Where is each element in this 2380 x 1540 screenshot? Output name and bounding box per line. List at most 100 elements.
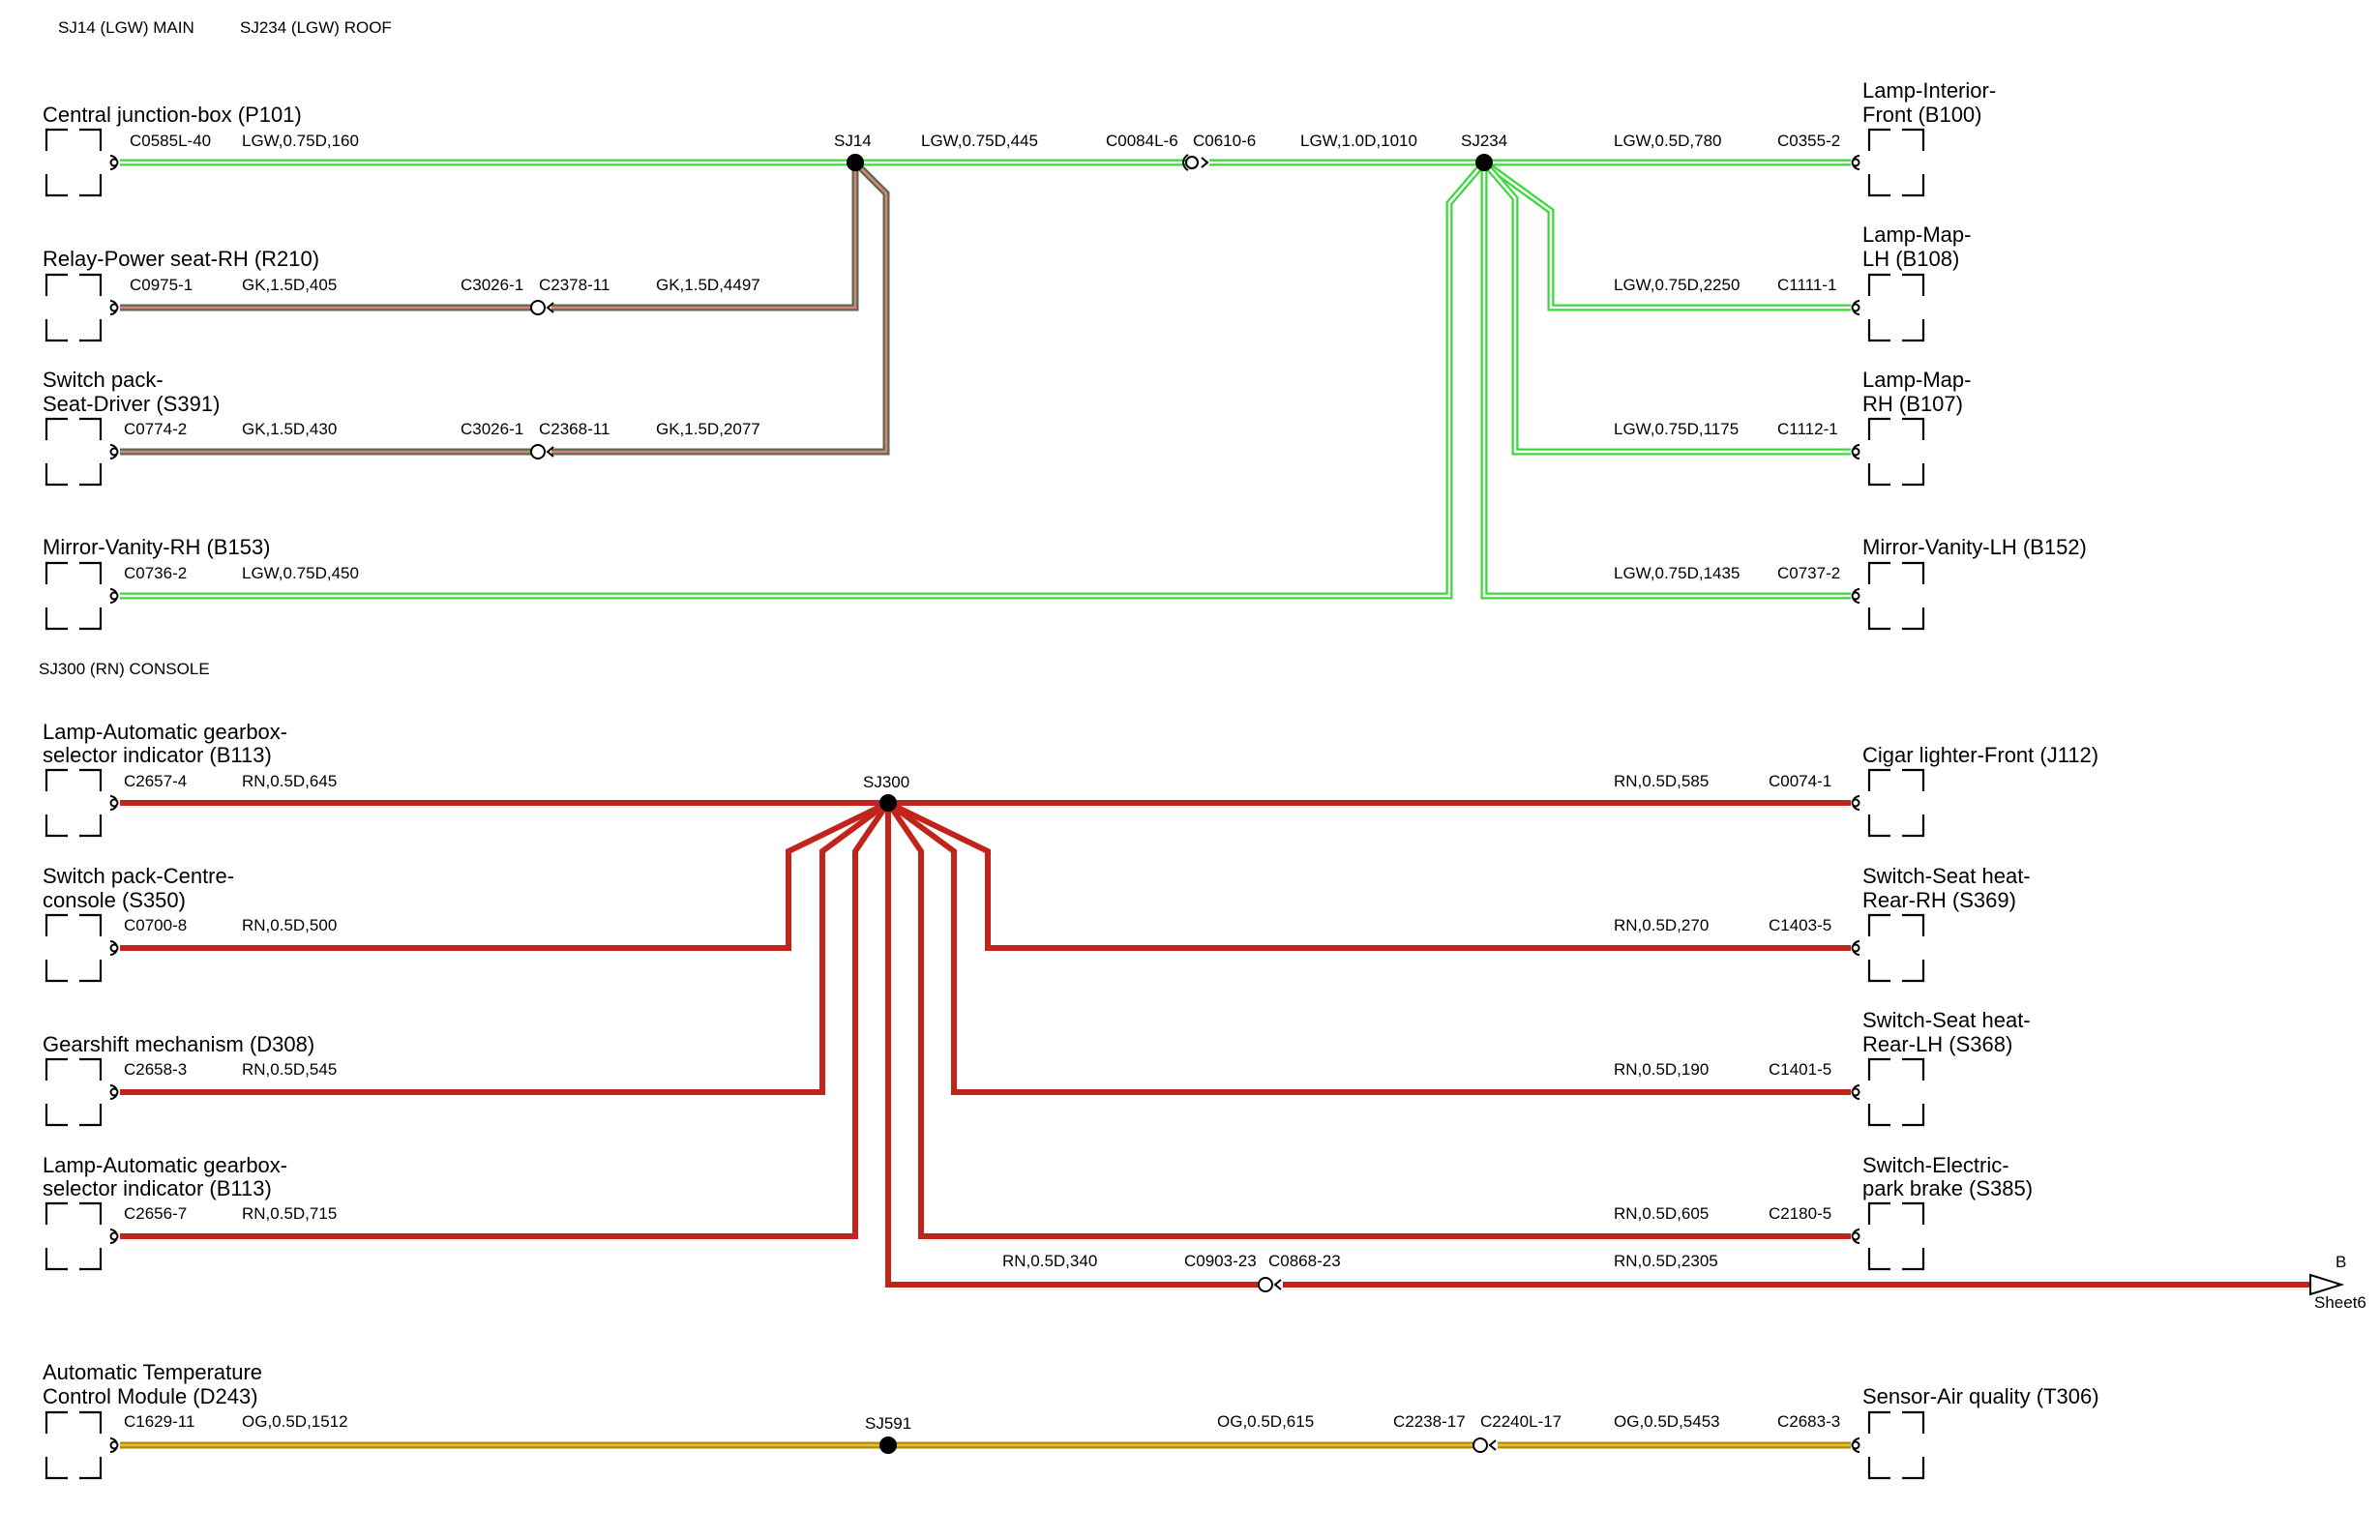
component-b107-name-line1: Lamp-Map- [1862,368,1971,392]
component-s391-name-line1: Switch pack- [43,368,164,392]
wire-label-s368: RN,0.5D,190 [1614,1060,1709,1079]
pin-c0074-1: C0074-1 [1769,772,1831,790]
wire-d308-sj300 [120,800,890,1095]
component-r210-name: Relay-Power seat-RH (R210) [43,247,319,271]
pin-c0585l-40: C0585L-40 [130,132,211,150]
wire-label-b100: LGW,0.5D,780 [1614,132,1722,150]
wire-c2368-sj14 [551,160,890,456]
connector-b113a-pin-icon [109,795,119,811]
component-s350-name-line1: Switch pack-Centre- [43,864,234,888]
pin-c0736-2: C0736-2 [124,564,187,582]
pin-c0868-23: C0868-23 [1268,1252,1341,1270]
wire-label-s385: RN,0.5D,605 [1614,1204,1709,1223]
wire-sj300-s369 [886,800,1851,951]
pin-c2180-5: C2180-5 [1769,1204,1831,1223]
pin-c2378-11: C2378-11 [539,276,610,294]
offpage-sheet-label: Sheet6 [2314,1293,2366,1312]
splice-sj14-label: SJ14 [834,132,872,150]
connector-b107 [1851,417,1925,487]
pin-c1401-5: C1401-5 [1769,1060,1831,1079]
pin-c0903-23: C0903-23 [1184,1252,1257,1270]
connector-s369 [1851,913,1925,983]
pin-c2657-4: C2657-4 [124,772,187,790]
component-b153-name: Mirror-Vanity-RH (B153) [43,535,271,559]
component-b108-name-line1: Lamp-Map- [1862,222,1971,247]
pin-c2238-17: C2238-17 [1393,1412,1466,1431]
connector-b100-pin-icon [1851,155,1860,170]
wire-label-c2378: GK,1.5D,4497 [656,276,760,294]
wire-label-sj591-c2238: OG,0.5D,615 [1217,1412,1314,1431]
connector-d243-pin-icon [109,1437,119,1453]
wire-sj300-c0903 [885,803,1260,1288]
wire-b113b-sj300 [120,801,891,1239]
connector-s385 [1851,1201,1925,1271]
pin-c3026-1-b: C3026-1 [461,420,523,438]
wire-sj300-s385 [885,801,1851,1239]
pin-c1111-1: C1111-1 [1777,276,1836,294]
pin-c3026-1-a: C3026-1 [461,276,523,294]
wire-sj234-b108 [1481,160,1851,311]
connector-b153-pin-icon [109,588,119,604]
component-b108-name-line2: LH (B108) [1862,247,1959,271]
connector-t306-pin-icon [1851,1437,1860,1453]
pin-c0084l-6: C0084L-6 [1106,132,1178,150]
pin-c1403-5: C1403-5 [1769,916,1831,934]
inline-connector-c2238-c2240-icon [1473,1437,1497,1453]
connector-p101 [45,128,119,197]
wire-sj300-s368 [886,800,1851,1095]
connector-b152 [1851,561,1925,631]
splice-sj300-dot [879,794,897,812]
component-d243-name-line1: Automatic Temperature [43,1360,262,1384]
component-s368-name-line1: Switch-Seat heat- [1862,1008,2031,1032]
pin-c0610-6: C0610-6 [1193,132,1256,150]
pin-c1629-11: C1629-11 [124,1412,194,1431]
pin-c2656-7: C2656-7 [124,1204,187,1223]
wire-label-b152: LGW,0.75D,1435 [1614,564,1740,582]
component-s369-name-line1: Switch-Seat heat- [1862,864,2031,888]
component-s391-name-line2: Seat-Driver (S391) [43,392,220,416]
component-s369-name-line2: Rear-RH (S369) [1862,888,2016,912]
offpage-arrow-icon [2309,1273,2345,1296]
pin-c2368-11: C2368-11 [539,420,610,438]
connector-frames [45,128,1925,1480]
connector-d243 [45,1410,119,1480]
inline-connector-c0084-c0610-icon [1182,154,1209,171]
component-s385-name-line2: park brake (S385) [1862,1176,2033,1200]
pin-c2240l-17: C2240L-17 [1480,1412,1562,1431]
component-b107-name-line2: RH (B107) [1862,392,1963,416]
connector-b152-pin-icon [1851,588,1860,604]
connector-b153 [45,561,119,631]
wire-label-sj14-c0084: LGW,0.75D,445 [921,132,1038,150]
splices: SJ14 SJ234 SJ300 SJ591 [834,132,1507,1454]
wire-label-c0903: RN,0.5D,340 [1002,1252,1097,1270]
component-b113a-name-line2: selector indicator (B113) [43,743,272,767]
pin-c0737-2: C0737-2 [1777,564,1840,582]
connector-d308-pin-icon [109,1084,119,1100]
wire-sj234-b153 [120,160,1487,600]
connector-b108 [1851,273,1925,342]
connector-b113b [45,1201,119,1271]
connector-r210-pin-icon [109,300,119,315]
wire-label-b153: LGW,0.75D,450 [242,564,359,582]
pin-c0700-8: C0700-8 [124,916,187,934]
component-b100-name-line2: Front (B100) [1862,103,1982,127]
connector-s350-pin-icon [109,940,119,956]
connector-s385-pin-icon [1851,1229,1860,1244]
wire-label-s391: GK,1.5D,430 [242,420,337,438]
component-b113b-name-line2: selector indicator (B113) [43,1176,272,1200]
connector-s391 [45,417,119,487]
splice-sj234-dot [1475,154,1493,171]
component-b152-name: Mirror-Vanity-LH (B152) [1862,535,2087,559]
wire-label-b107: LGW,0.75D,1175 [1614,420,1739,438]
wire-label-b108: LGW,0.75D,2250 [1614,276,1740,294]
pin-c1112-1: C1112-1 [1777,420,1838,438]
connector-s391-pin-icon [109,444,119,459]
header-sj14-main: SJ14 (LGW) MAIN [58,18,194,37]
connector-s368-pin-icon [1851,1084,1860,1100]
connector-b113a [45,768,119,838]
wire-label-b113a: RN,0.5D,645 [242,772,337,790]
wire-label-p101: LGW,0.75D,160 [242,132,359,150]
component-b113a-name-line1: Lamp-Automatic gearbox- [43,720,287,744]
splice-sj234-label: SJ234 [1461,132,1507,150]
